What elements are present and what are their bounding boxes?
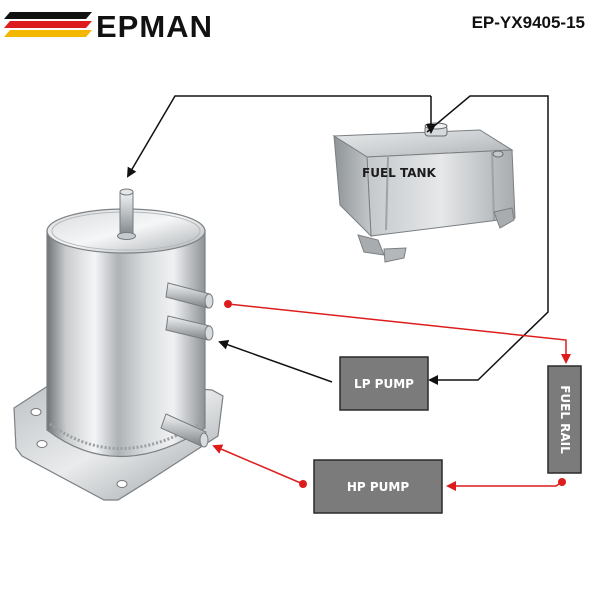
fuel-tank-label: FUEL TANK (362, 166, 437, 180)
lp-pump-box: LP PUMP (339, 356, 429, 411)
rail-to-hp-pump-line (446, 481, 563, 491)
tank-to-lp-pump-line (426, 95, 549, 385)
black-return-lines (126, 95, 549, 385)
pot-to-fuel-rail-line (227, 303, 571, 364)
tank-to-pot-line (126, 95, 431, 178)
hp-pump-label: HP PUMP (347, 480, 409, 494)
lp-pump-to-pot-line (218, 339, 333, 383)
brand-name: EPMAN (96, 9, 213, 44)
flag-stripes-icon (4, 12, 92, 37)
red-pressure-lines (212, 300, 571, 491)
fuel-tank-image: FUEL TANK (332, 122, 516, 263)
fuel-rail-label: FUEL RAIL (558, 385, 572, 454)
brand-logo: EPMAN (4, 9, 213, 44)
fuel-rail-box: FUEL RAIL (547, 365, 582, 474)
swirl-pot-image (13, 188, 224, 501)
part-number: EP-YX9405-15 (472, 13, 585, 32)
lp-pump-label: LP PUMP (354, 377, 414, 391)
hp-pump-to-pot-line (212, 444, 304, 485)
hp-pump-box: HP PUMP (313, 459, 443, 514)
